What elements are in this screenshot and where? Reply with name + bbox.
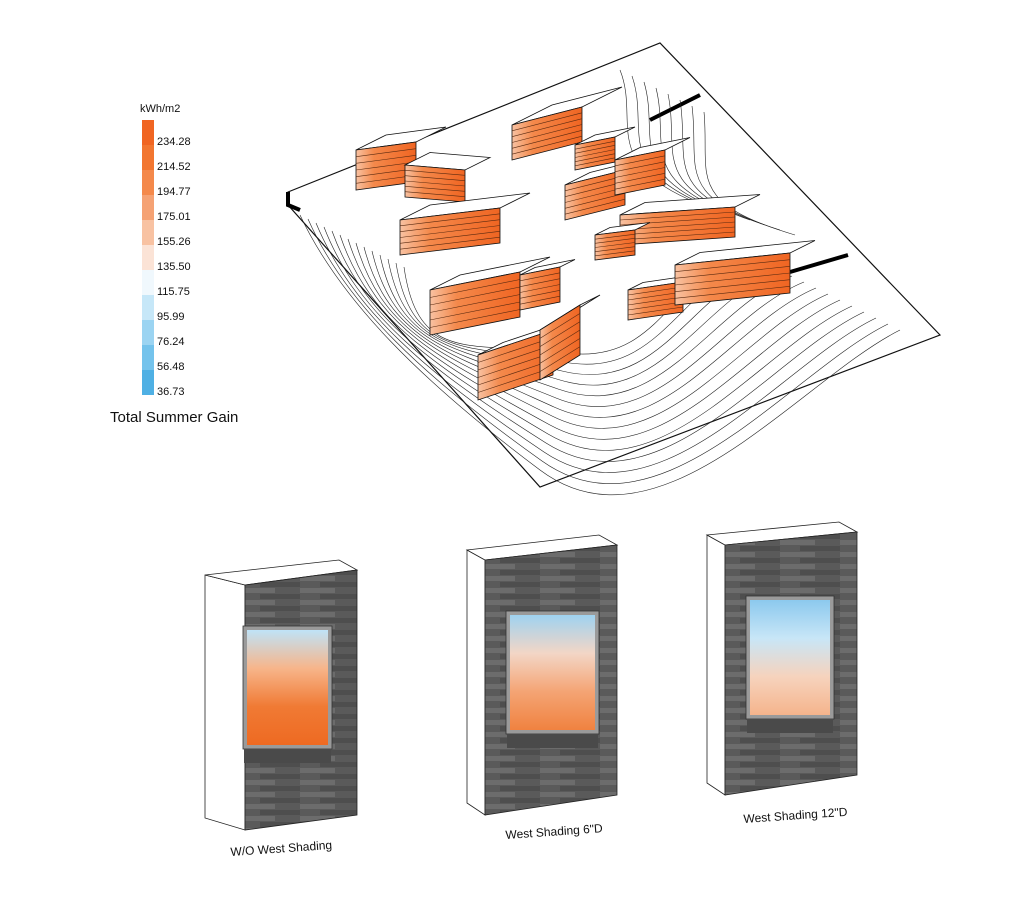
legend-swatch [142, 220, 154, 245]
building [614, 137, 691, 196]
building [403, 152, 492, 203]
legend-label: 76.24 [157, 336, 185, 348]
legend-color-bar [142, 120, 154, 395]
legend-label: 115.75 [157, 286, 190, 298]
building [574, 126, 636, 171]
legend-swatch [142, 370, 154, 395]
legend-label: 95.99 [157, 311, 185, 323]
window-heatmap [247, 630, 328, 745]
legend-label: 194.77 [157, 186, 191, 198]
wall-panel [465, 534, 619, 816]
building [539, 294, 601, 381]
building [674, 240, 816, 306]
building [594, 222, 651, 261]
legend-swatch [142, 195, 154, 220]
legend-unit: kWh/m2 [140, 103, 181, 115]
window-heatmap [510, 615, 595, 730]
legend-swatch [142, 320, 154, 345]
building [619, 194, 761, 246]
legend-title: Total Summer Gain [110, 409, 239, 426]
building [511, 86, 623, 161]
legend-swatch [142, 345, 154, 370]
building [429, 256, 551, 336]
site-plan [286, 42, 942, 495]
building [399, 192, 531, 256]
legend-swatch [142, 245, 154, 270]
legend-swatch [142, 120, 154, 145]
building [519, 259, 576, 311]
legend-label: 155.26 [157, 236, 191, 248]
legend-swatch [142, 170, 154, 195]
building [355, 126, 447, 191]
window-heatmap [750, 600, 830, 715]
legend-label: 135.50 [157, 261, 191, 273]
wall-panel [705, 521, 859, 796]
building [627, 274, 699, 321]
legend-label: 36.73 [157, 386, 185, 398]
legend-label: 234.28 [157, 136, 191, 148]
legend-swatch [142, 270, 154, 295]
legend-label: 175.01 [157, 211, 191, 223]
legend-label: 56.48 [157, 361, 185, 373]
legend-swatch [142, 295, 154, 320]
wall-panel [204, 559, 359, 831]
legend-swatch [142, 145, 154, 170]
legend-label: 214.52 [157, 161, 191, 173]
